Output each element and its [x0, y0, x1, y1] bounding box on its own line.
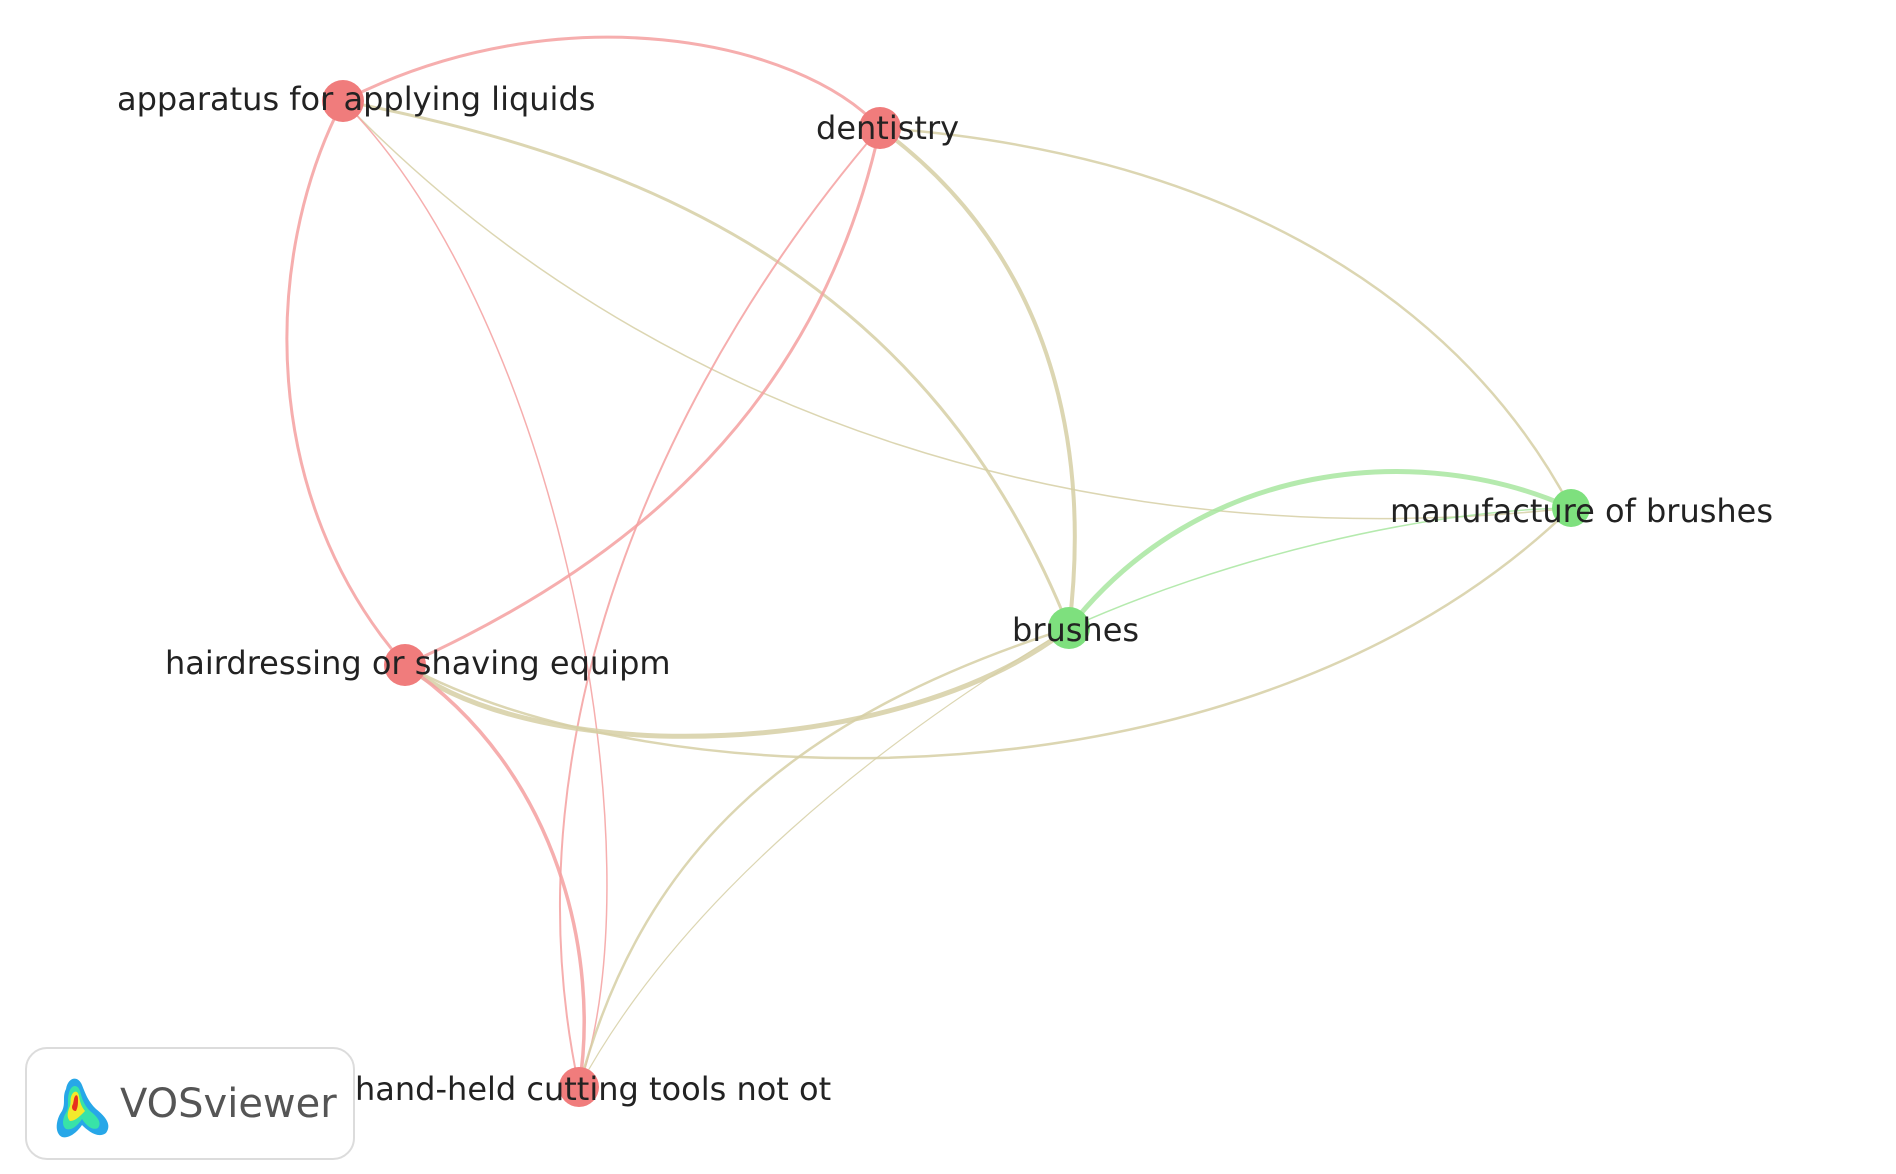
link-14	[577, 626, 1071, 1089]
link-10	[403, 506, 1573, 760]
network-nodes	[322, 80, 1590, 1107]
node-label-dentistry[interactable]: dentistry	[816, 109, 959, 147]
vosviewer-logo-icon	[56, 1078, 109, 1138]
vosviewer-logo-text: VOSviewer	[120, 1081, 337, 1127]
link-1	[285, 99, 407, 667]
node-manufacture[interactable]	[1552, 489, 1590, 527]
link-0	[341, 35, 882, 130]
node-label-apparatus[interactable]: apparatus for applying liquids	[117, 80, 595, 118]
vosviewer-logo: VOSviewer	[25, 1047, 355, 1160]
node-label-brushes[interactable]: brushes	[1012, 611, 1139, 649]
link-12	[1066, 469, 1574, 631]
node-hairdressing[interactable]	[384, 644, 426, 686]
node-apparatus[interactable]	[322, 80, 364, 122]
node-brushes[interactable]	[1048, 607, 1090, 649]
link-11	[403, 663, 586, 1089]
node-dentistry[interactable]	[859, 107, 901, 149]
node-label-manufacture[interactable]: manufacture of brushes	[1390, 492, 1773, 530]
link-3	[342, 100, 1572, 520]
link-5	[878, 126, 1077, 630]
link-7	[403, 126, 882, 667]
link-13	[1068, 507, 1572, 629]
link-8	[559, 127, 881, 1088]
link-15	[578, 627, 1070, 1088]
network-links	[285, 35, 1574, 1089]
node-label-handheld[interactable]: hand-held cutting tools not ot	[355, 1070, 831, 1108]
link-4	[342, 100, 608, 1088]
link-9	[402, 625, 1072, 739]
link-6	[878, 126, 1573, 510]
node-handheld[interactable]	[559, 1067, 599, 1107]
link-2	[341, 99, 1071, 630]
node-label-hairdressing[interactable]: hairdressing or shaving equipm	[165, 644, 671, 682]
